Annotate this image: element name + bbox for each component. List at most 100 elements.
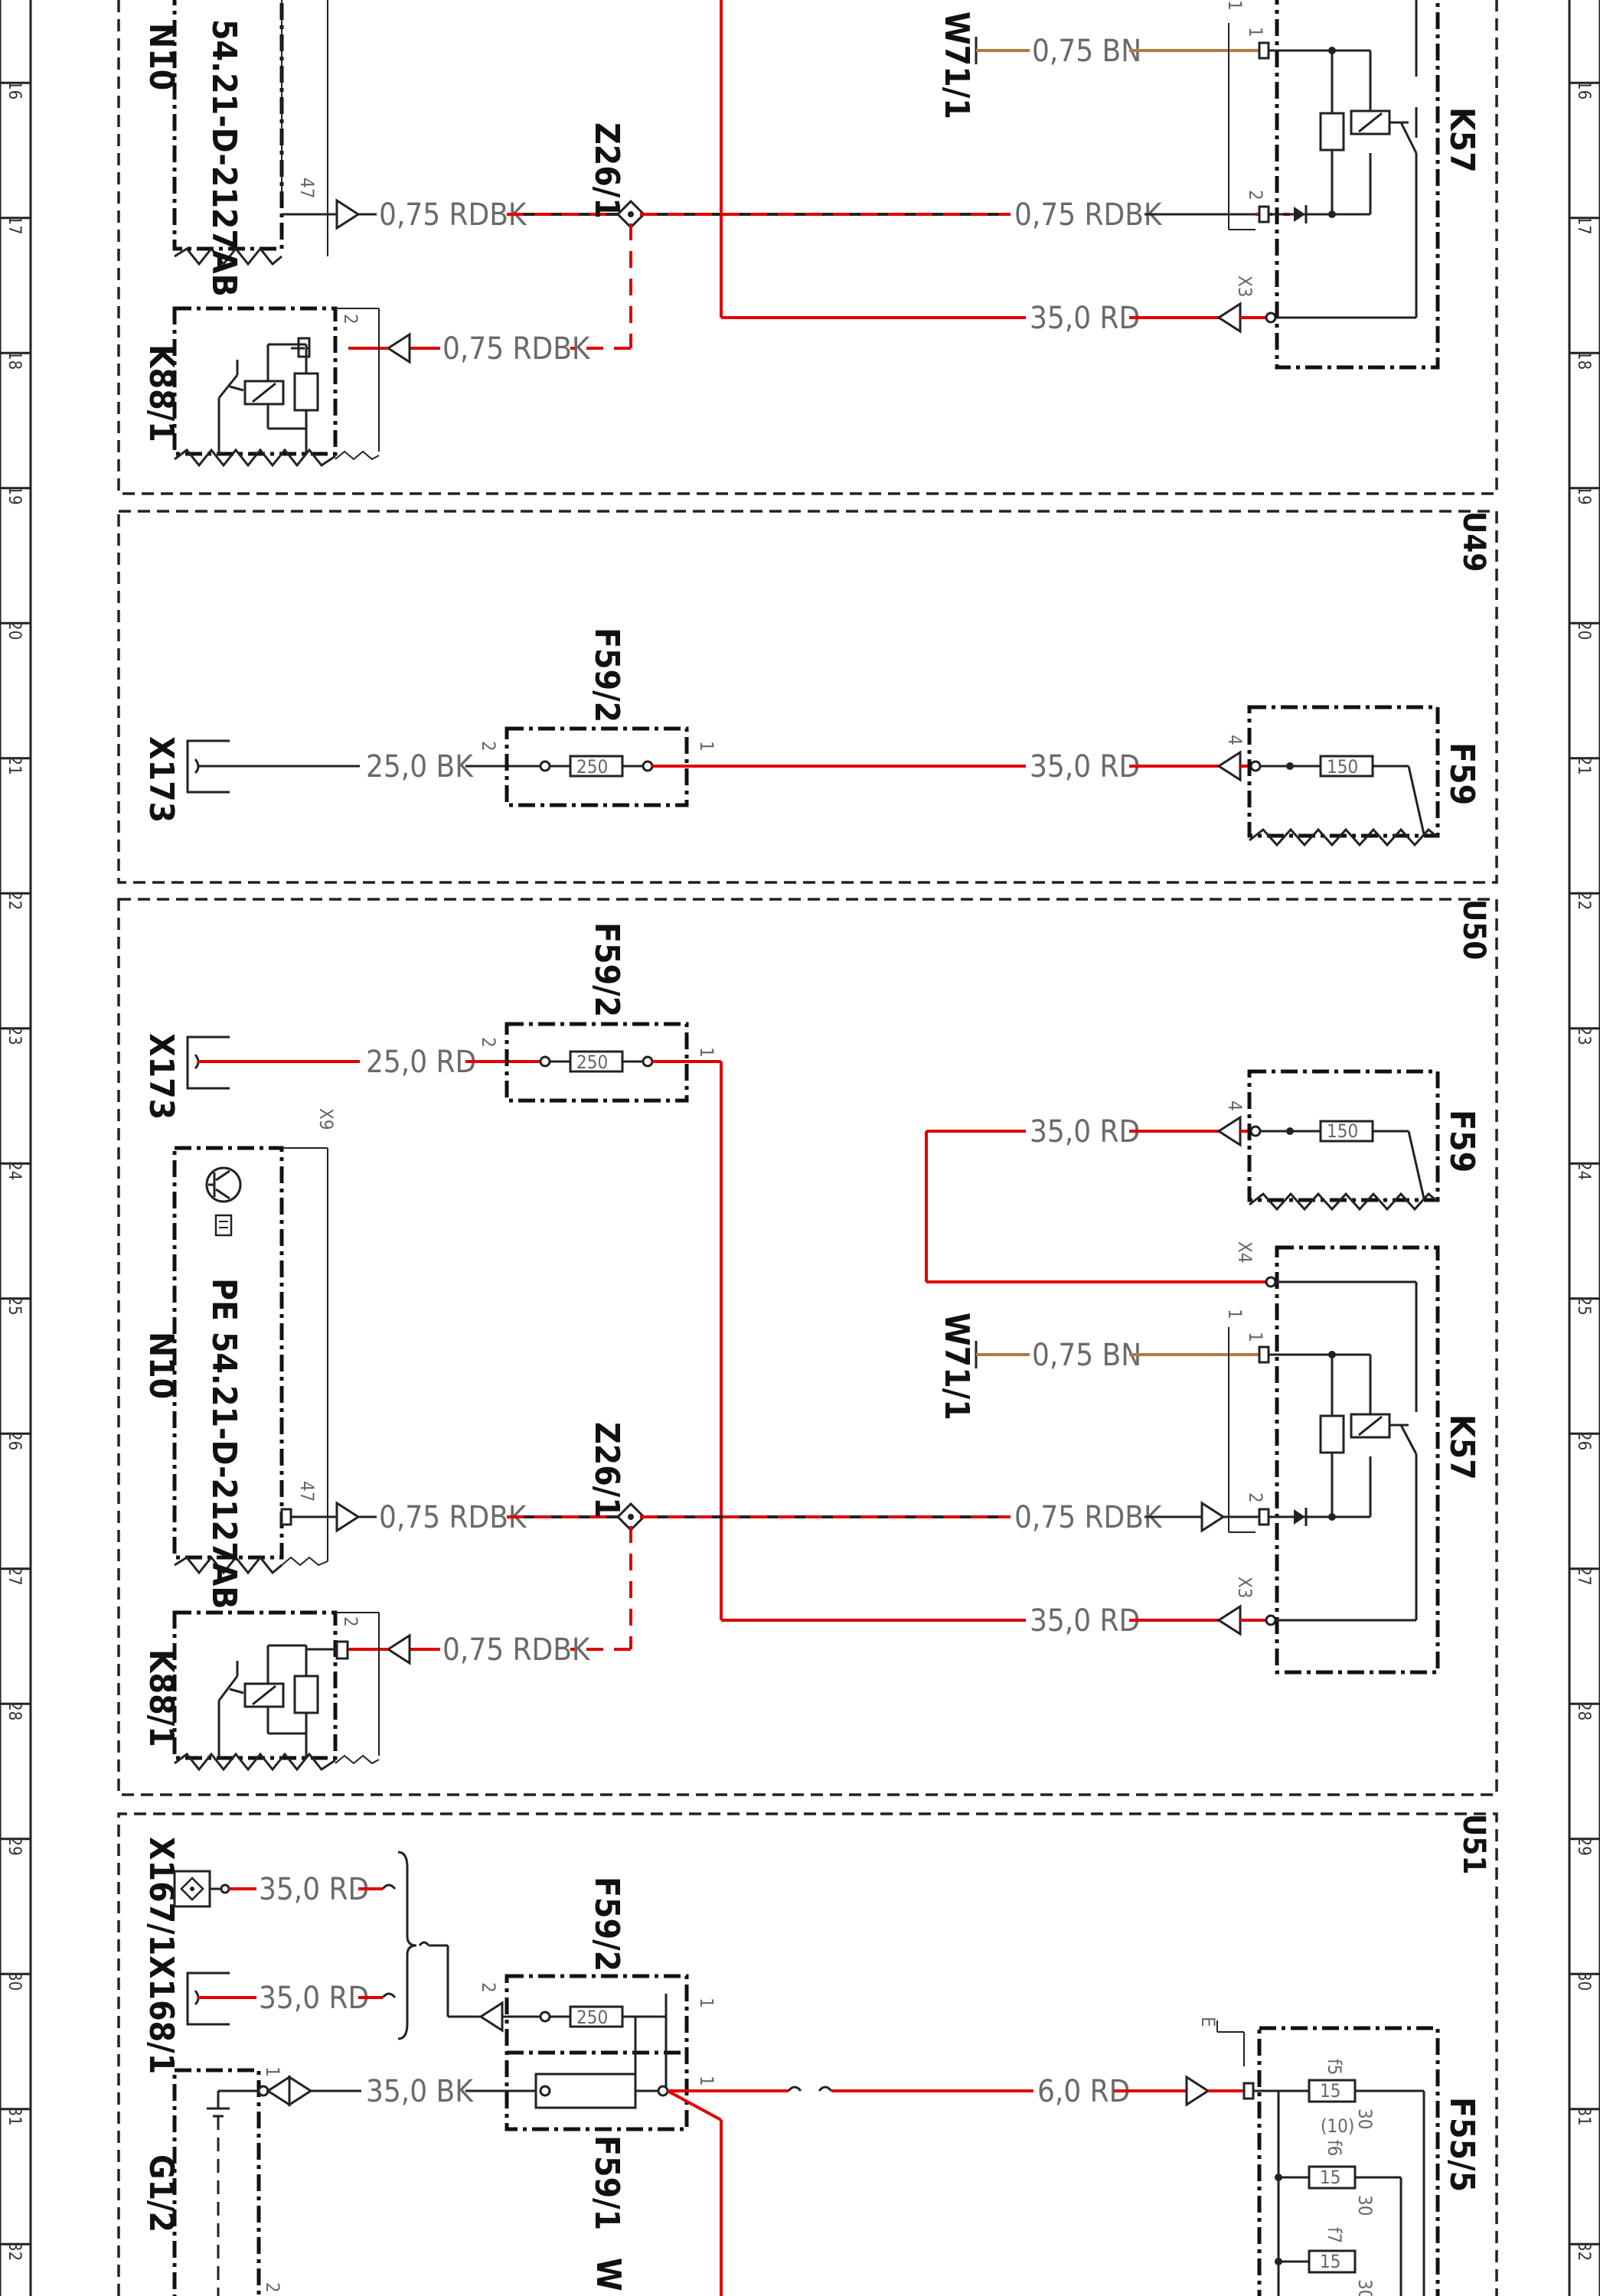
ruler-number: 30 xyxy=(1574,1971,1593,1991)
pin-47-n10-u50: 47 xyxy=(296,1481,318,1502)
ruler-number: 28 xyxy=(5,1701,24,1720)
pin-x4-k57-u50: X4 xyxy=(1234,1241,1256,1264)
f592-box-u49 xyxy=(504,726,689,807)
k57-label-u50: K57 xyxy=(1442,1414,1481,1480)
ruler-number: 28 xyxy=(1574,1701,1593,1720)
f592-box-u50 xyxy=(504,1022,689,1103)
pin-2-k88-top: 2 xyxy=(340,314,361,325)
zone-label-u50: U50 xyxy=(1456,899,1491,960)
ruler-number: 26 xyxy=(5,1431,24,1450)
fuse-15-b: 15 xyxy=(1320,2167,1340,2188)
zone-borders xyxy=(117,0,1498,2296)
k88-label-u50: K88/1 xyxy=(142,1649,181,1747)
ruler-number: 20 xyxy=(1574,621,1593,640)
pin-2-f592-u50: 2 xyxy=(478,1037,499,1048)
ruler-number: 32 xyxy=(5,2242,24,2261)
pin-1-f591: 1 xyxy=(696,2076,717,2086)
ruler-number: 31 xyxy=(1574,2107,1593,2126)
wire-label-rdbk-u50b: 0,75 RDBK xyxy=(1014,1500,1163,1535)
f592-label-u50: F59/2 xyxy=(587,922,626,1017)
fuse-250-u51: 250 xyxy=(576,2007,608,2028)
wire-label-bn-u50: 0,75 BN xyxy=(1032,1338,1141,1373)
fuse-250-u49: 250 xyxy=(576,756,608,778)
f555-label: F55/5 xyxy=(1442,2097,1481,2192)
pin-x9-n10-u50: X9 xyxy=(315,1108,337,1130)
ruler-number: 19 xyxy=(5,486,24,505)
wire-label-rd25-u50: 25,0 RD xyxy=(366,1045,476,1080)
section-u51: X167/1 35,0 RD X168/1 35,0 RD 2 F59/2 xyxy=(142,1837,1481,2296)
pin-10: (10) xyxy=(1321,2115,1354,2137)
pin-1-g12: 1 xyxy=(262,2066,283,2077)
f59-box-u49 xyxy=(1247,705,1440,838)
pin-2-k88-u50: 2 xyxy=(340,1616,361,1627)
wire-label-rd35-u50c: 35,0 RD xyxy=(1030,1603,1140,1639)
ruler-number: 27 xyxy=(5,1567,24,1586)
pin-e-f555: E xyxy=(1197,2017,1219,2027)
ruler-number: 20 xyxy=(5,621,24,640)
ruler-number: 30 xyxy=(5,1971,24,1991)
ruler-number: 23 xyxy=(5,1026,24,1045)
zone-labels: U49 U50 U51 xyxy=(1456,511,1491,1874)
pin-f5: f5 xyxy=(1324,2059,1345,2075)
pin-47-top: 47 xyxy=(296,178,318,198)
n10-label-u50: N10 xyxy=(142,1332,181,1399)
pin-1-k57-u50: 1 xyxy=(1224,1309,1246,1319)
wire-label-rd35-u49: 35,0 RD xyxy=(1030,749,1140,784)
x173-label-u49: X173 xyxy=(142,736,181,823)
pin-1-k57-top: 1 xyxy=(1224,0,1246,11)
ruler-number: 24 xyxy=(5,1161,24,1180)
zone-label-u51: U51 xyxy=(1456,1814,1491,1874)
fuse-15-c: 15 xyxy=(1320,2251,1340,2272)
zone-label-u49: U49 xyxy=(1456,511,1491,572)
ruler-number: 26 xyxy=(1574,1431,1593,1450)
pin-1-f592-u51: 1 xyxy=(696,1998,717,2008)
pin-2-g12: 2 xyxy=(262,2282,283,2293)
pin-4-f59-u49: 4 xyxy=(1224,735,1246,745)
wire-label-bn-top: 0,75 BN xyxy=(1032,34,1141,69)
pin-2-f592-u51: 2 xyxy=(478,1982,499,1993)
ruler-number: 21 xyxy=(1574,756,1593,775)
z26-label-u50: Z26/1 xyxy=(587,1422,626,1518)
ruler-number: 22 xyxy=(1574,891,1593,910)
wire-label-rdbk-3: 0,75 RDBK xyxy=(442,331,591,367)
ruler-number: 19 xyxy=(1574,486,1593,505)
ruler-number: 24 xyxy=(1574,1161,1593,1180)
ruler-number: 17 xyxy=(1574,216,1593,235)
w71-label-top: W71/1 xyxy=(937,11,976,119)
n10-label-top: N10 xyxy=(142,23,181,90)
pin-2-k57-top: 2 xyxy=(1245,190,1266,201)
ruler-number: 25 xyxy=(1574,1296,1593,1316)
n10-part-top: 54.21-D-2127AB xyxy=(204,19,243,297)
transistor-icon xyxy=(205,1166,242,1203)
wire-label-rdbk-u50a: 0,75 RDBK xyxy=(379,1500,527,1535)
x173-label-u50: X173 xyxy=(142,1033,181,1120)
z26-splice-top xyxy=(616,199,646,230)
ruler-number: 29 xyxy=(5,1837,24,1856)
f59-label-u50: F59 xyxy=(1442,1110,1481,1172)
section-u50: X173 25,0 RD 2 1 F59/2 250 35,0 RD 35,0 … xyxy=(142,922,1481,1772)
ruler-number: 29 xyxy=(1574,1837,1593,1856)
pin-f6: f6 xyxy=(1324,2140,1345,2156)
fuse-150-u50: 150 xyxy=(1327,1120,1358,1142)
hand-symbol-icon xyxy=(214,1214,233,1237)
z26-label-top: Z26/1 xyxy=(587,122,626,219)
g12-label: G1/2 xyxy=(142,2154,181,2232)
ruler-number: 16 xyxy=(1574,80,1593,99)
wire-label-bk35: 35,0 BK xyxy=(366,2074,474,2109)
ruler-number: 17 xyxy=(5,216,24,235)
wire-label-rd35-x168: 35,0 RD xyxy=(259,1981,369,2016)
pin-x3-k57-u50: X3 xyxy=(1234,1577,1256,1599)
k57-box-u50 xyxy=(1275,1245,1440,1675)
w-label-u51: W xyxy=(589,2258,628,2291)
fuse-250-u50: 250 xyxy=(576,1052,608,1073)
wire-label-rd35-x167: 35,0 RD xyxy=(259,1872,369,1907)
w71-label-u50: W71/1 xyxy=(937,1313,976,1420)
ruler-number: 27 xyxy=(1574,1567,1593,1586)
g12-box xyxy=(172,2068,261,2296)
wire-label-rdbk-2: 0,75 RDBK xyxy=(1014,197,1163,233)
pin-2-f592-u49: 2 xyxy=(478,741,499,752)
n10-part-u50: PE 54.21-D-2127AB xyxy=(204,1278,243,1609)
